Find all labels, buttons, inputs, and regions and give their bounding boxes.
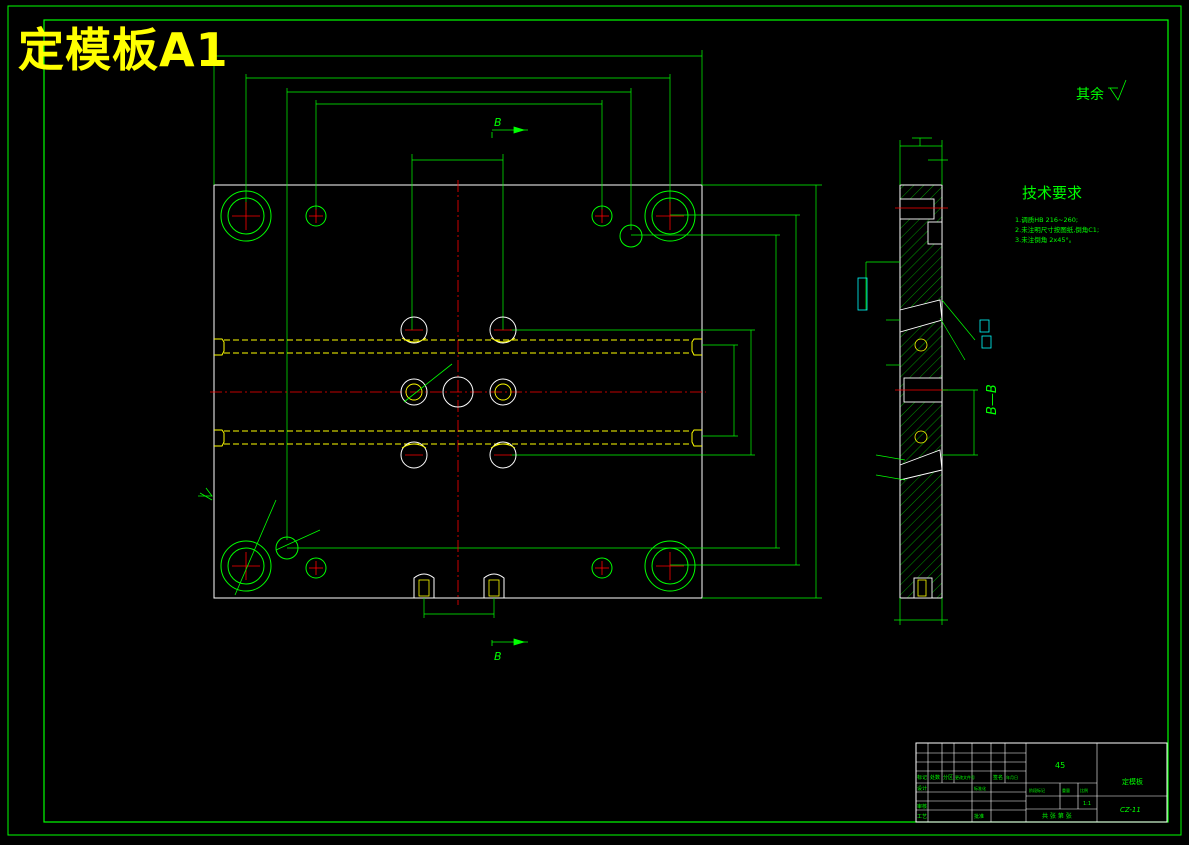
tb-label-weight: 重量 (1062, 787, 1070, 793)
title-block: 45 定模板 CZ-11 1:1 共 张 第 张 标记 处数 分区 更改文件号 … (915, 742, 1168, 823)
section-label: B—B (985, 384, 1000, 415)
section-holes (914, 338, 928, 597)
tb-sheet: 共 张 第 张 (1042, 812, 1072, 820)
tb-material: 45 (1055, 761, 1065, 770)
tech-req-line-1: 1.调质HB 216~260; (1015, 215, 1078, 224)
screw-holes (275, 205, 643, 579)
tech-req-line-3: 3.未注倒角 2x45°。 (1015, 235, 1075, 244)
section-mark-bottom: B (494, 650, 502, 663)
section-view: B—B (857, 137, 1000, 625)
tb-label-date: 年月日 (1006, 774, 1018, 780)
section-arrows (491, 126, 528, 646)
tb-label-design: 设计 (917, 785, 927, 792)
tb-label-process: 工艺 (917, 814, 927, 820)
tb-part-name: 定模板 (1122, 777, 1143, 786)
datum-box-a (979, 319, 990, 333)
tb-label-standard: 标准化 (974, 785, 986, 791)
center-holes (400, 316, 517, 469)
guide-hole-centers (232, 202, 684, 580)
guide-holes (220, 190, 696, 592)
tb-label-stage: 阶段标记 (1029, 787, 1045, 793)
bottom-dimensions (423, 598, 495, 618)
surface-note: 其余 (1076, 86, 1104, 103)
outer-border (7, 5, 1182, 836)
bottom-slot-inner (418, 579, 500, 597)
center-hole-centers (405, 329, 512, 456)
roughness-symbol (1109, 79, 1127, 101)
cooling-plugs (214, 338, 702, 447)
section-center-lines (895, 207, 948, 391)
tb-label-mark: 标记 (917, 774, 927, 781)
tb-label-approve: 批准 (974, 813, 984, 820)
tb-label-count: 处数 (930, 774, 940, 781)
top-dimensions (213, 50, 703, 540)
screw-hole-centers (309, 209, 609, 575)
leader-lines (198, 363, 453, 596)
datum-box-b (981, 335, 992, 349)
tb-scale: 1:1 (1083, 801, 1091, 807)
center-hole-inner (401, 337, 516, 449)
page-title: 定模板A1 (18, 23, 229, 77)
inner-border (43, 19, 1169, 823)
tb-label-review: 审核 (917, 803, 927, 810)
center-lines (210, 180, 706, 605)
tech-req-line-2: 2.未注明尺寸按图纸,倒角C1; (1015, 225, 1099, 234)
tb-label-zone: 分区 (943, 774, 953, 781)
section-dimensions (865, 137, 978, 625)
main-view: B B (198, 50, 822, 663)
bottom-slots (413, 573, 505, 598)
right-dimensions (287, 184, 822, 599)
cooling-channels (224, 339, 692, 445)
section-mark-top: B (494, 116, 502, 129)
tolerance-frame-left (857, 277, 868, 311)
tb-label-scale: 比例 (1080, 787, 1088, 793)
tb-label-sign: 签名 (993, 774, 1003, 781)
tech-req-title: 技术要求 (1022, 184, 1082, 202)
tb-drawing-no: CZ-11 (1120, 806, 1141, 814)
tb-label-change: 更改文件号 (955, 774, 975, 780)
